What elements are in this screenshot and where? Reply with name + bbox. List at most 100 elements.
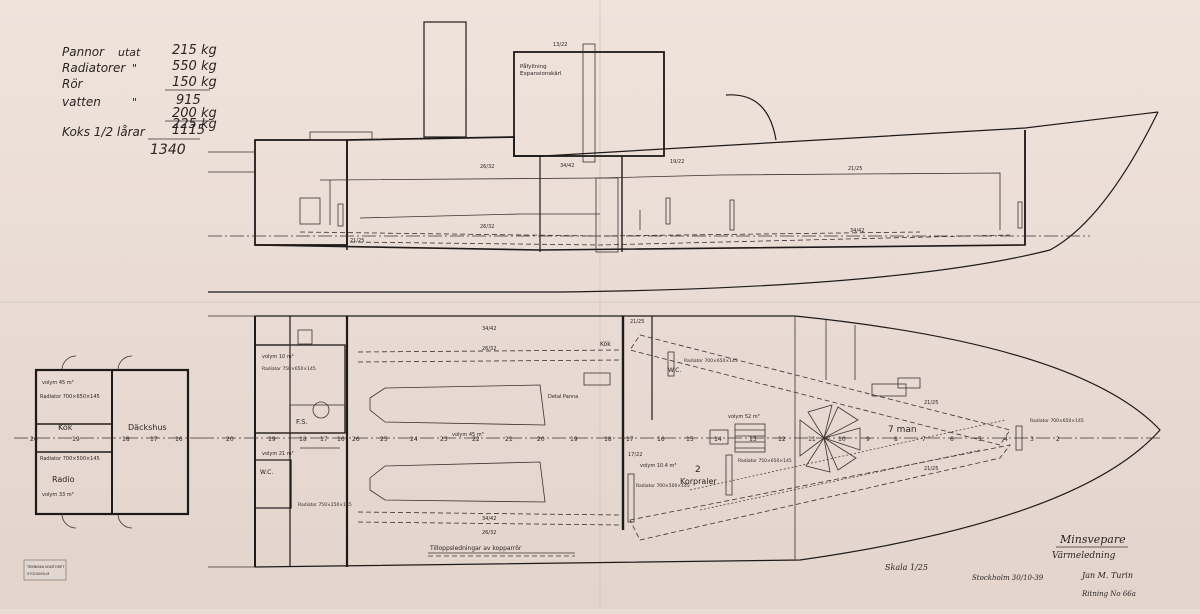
svg-text:6: 6 [950, 436, 954, 443]
svg-text:Radiator 700×650×145: Radiator 700×650×145 [40, 394, 100, 400]
svg-text:550 kg: 550 kg [172, 59, 217, 74]
svg-text:W.C.: W.C. [668, 367, 681, 374]
svg-text:": " [132, 62, 137, 75]
svg-text:16: 16 [337, 436, 345, 443]
room-label-fs: F.S. [296, 418, 308, 426]
drawing-number: Ritning No 66a [1081, 590, 1136, 598]
room-label-kok: Kök [58, 423, 73, 432]
aft-deckhouse [254, 139, 348, 246]
svg-text:": " [132, 96, 137, 109]
engine-port [369, 384, 546, 426]
deck-line [542, 111, 1159, 157]
svg-text:21/25: 21/25 [350, 238, 364, 244]
svg-text:18: 18 [299, 436, 307, 443]
svg-text:21/25: 21/25 [924, 400, 938, 406]
svg-text:25: 25 [380, 436, 388, 443]
svg-text:5: 5 [978, 436, 982, 443]
svg-text:volym 10 m³: volym 10 m³ [262, 354, 294, 360]
svg-text:17: 17 [320, 436, 328, 443]
svg-text:vatten: vatten [62, 95, 101, 109]
room-label-dackshus: Däckshus [128, 423, 167, 432]
svg-text:14: 14 [714, 436, 722, 443]
svg-text:19/22: 19/22 [670, 159, 684, 165]
svg-text:225 kg: 225 kg [172, 117, 217, 132]
svg-text:Rör: Rör [62, 77, 84, 91]
stair [734, 423, 766, 453]
hatch-segments [799, 404, 861, 473]
svg-text:20: 20 [30, 436, 38, 443]
boiler [595, 177, 619, 253]
svg-text:21/25: 21/25 [848, 166, 862, 172]
svg-text:26: 26 [352, 436, 360, 443]
archive-stamp: TEKNISKA KONTORET STOCKHOLM [23, 559, 67, 581]
svg-text:34/42: 34/42 [482, 326, 496, 332]
svg-text:20: 20 [537, 436, 545, 443]
svg-text:34/42: 34/42 [850, 228, 864, 234]
svg-text:Expansionskärl: Expansionskärl [520, 71, 562, 77]
wheelhouse [513, 51, 665, 157]
svg-text:915: 915 [176, 93, 201, 108]
svg-text:19: 19 [268, 436, 276, 443]
svg-text:19: 19 [570, 436, 578, 443]
svg-text:Radiator 700×650×145: Radiator 700×650×145 [1030, 418, 1084, 424]
funnel [423, 21, 467, 138]
svg-text:16: 16 [657, 436, 665, 443]
svg-text:TEKNISKA KONTORET: TEKNISKA KONTORET [26, 565, 65, 569]
room-label-7-man: 7 man [888, 425, 917, 435]
svg-text:Radiator 750×650×145: Radiator 750×650×145 [262, 366, 316, 372]
weight-notes: Pannor utat 215 kg Radiatorer " 550 kg R… [62, 43, 217, 158]
svg-text:1115: 1115 [172, 123, 205, 138]
svg-text:34/42: 34/42 [560, 163, 574, 169]
svg-text:Radiator 700×500×145: Radiator 700×500×145 [636, 483, 690, 489]
svg-text:STOCKHOLM: STOCKHOLM [27, 572, 49, 576]
svg-text:volym 52 m³: volym 52 m³ [728, 414, 760, 420]
svg-text:20: 20 [226, 436, 234, 443]
svg-text:Radiator 750×650×145: Radiator 750×650×145 [738, 458, 792, 464]
svg-text:volym 45 m³: volym 45 m³ [452, 432, 484, 438]
drawing-title: Minsvepare [1059, 533, 1126, 546]
svg-text:15: 15 [686, 436, 694, 443]
supply-pipe [320, 172, 1001, 230]
ventilator [725, 94, 777, 141]
svg-text:18: 18 [122, 436, 130, 443]
svg-text:215 kg: 215 kg [172, 43, 217, 58]
frame-numbers: 20 19 18 17 16 26 25 24 23 22 21 20 19 1… [226, 436, 1060, 443]
svg-text:200 kg: 200 kg [172, 106, 217, 121]
svg-text:7: 7 [922, 436, 926, 443]
svg-text:12: 12 [778, 436, 786, 443]
svg-text:11: 11 [808, 436, 816, 443]
svg-text:1340: 1340 [150, 142, 186, 158]
svg-text:Koks 1/2 lårar: Koks 1/2 lårar [62, 125, 146, 139]
svg-text:17: 17 [150, 436, 158, 443]
svg-text:volym 45 m³: volym 45 m³ [42, 380, 74, 386]
svg-text:Påfyllning: Påfyllning [520, 63, 547, 70]
svg-text:Radiator 700×500×145: Radiator 700×500×145 [40, 456, 100, 462]
expansion-tank [582, 43, 596, 163]
svg-text:18: 18 [604, 436, 612, 443]
svg-text:22: 22 [472, 436, 480, 443]
svg-text:26/32: 26/32 [482, 346, 496, 352]
svg-text:Radiator 750×250×145: Radiator 750×250×145 [298, 502, 352, 508]
signature: Jan M. Turin [1080, 571, 1133, 580]
svg-text:21/25: 21/25 [924, 466, 938, 472]
main-plan: F.S. W.C. Kök W.C. 2 Korpraler 7 man vol… [200, 315, 1161, 568]
svg-text:21/25: 21/25 [630, 319, 644, 325]
svg-text:26/32: 26/32 [482, 530, 496, 536]
svg-text:Tilloppsledningar av kopparrör: Tilloppsledningar av kopparrör [429, 545, 522, 552]
hull-outline-plan [254, 315, 1161, 568]
pipe-legend: Tilloppsledningar av kopparrör [428, 545, 575, 557]
engine-starboard [369, 461, 546, 503]
svg-text:Radiator 700×650×145: Radiator 700×650×145 [684, 358, 738, 364]
return-pipe [299, 231, 921, 237]
boiler-plan [583, 372, 611, 386]
svg-text:13/22: 13/22 [553, 42, 567, 48]
svg-text:3: 3 [1030, 436, 1034, 443]
svg-text:9: 9 [866, 436, 870, 443]
svg-text:17/22: 17/22 [628, 452, 642, 458]
drawing-subtitle: Värmeledning [1052, 551, 1116, 561]
svg-text:26/32: 26/32 [480, 164, 494, 170]
svg-text:Pannor: Pannor [62, 45, 105, 59]
room-label-radio: Radio [52, 475, 75, 484]
